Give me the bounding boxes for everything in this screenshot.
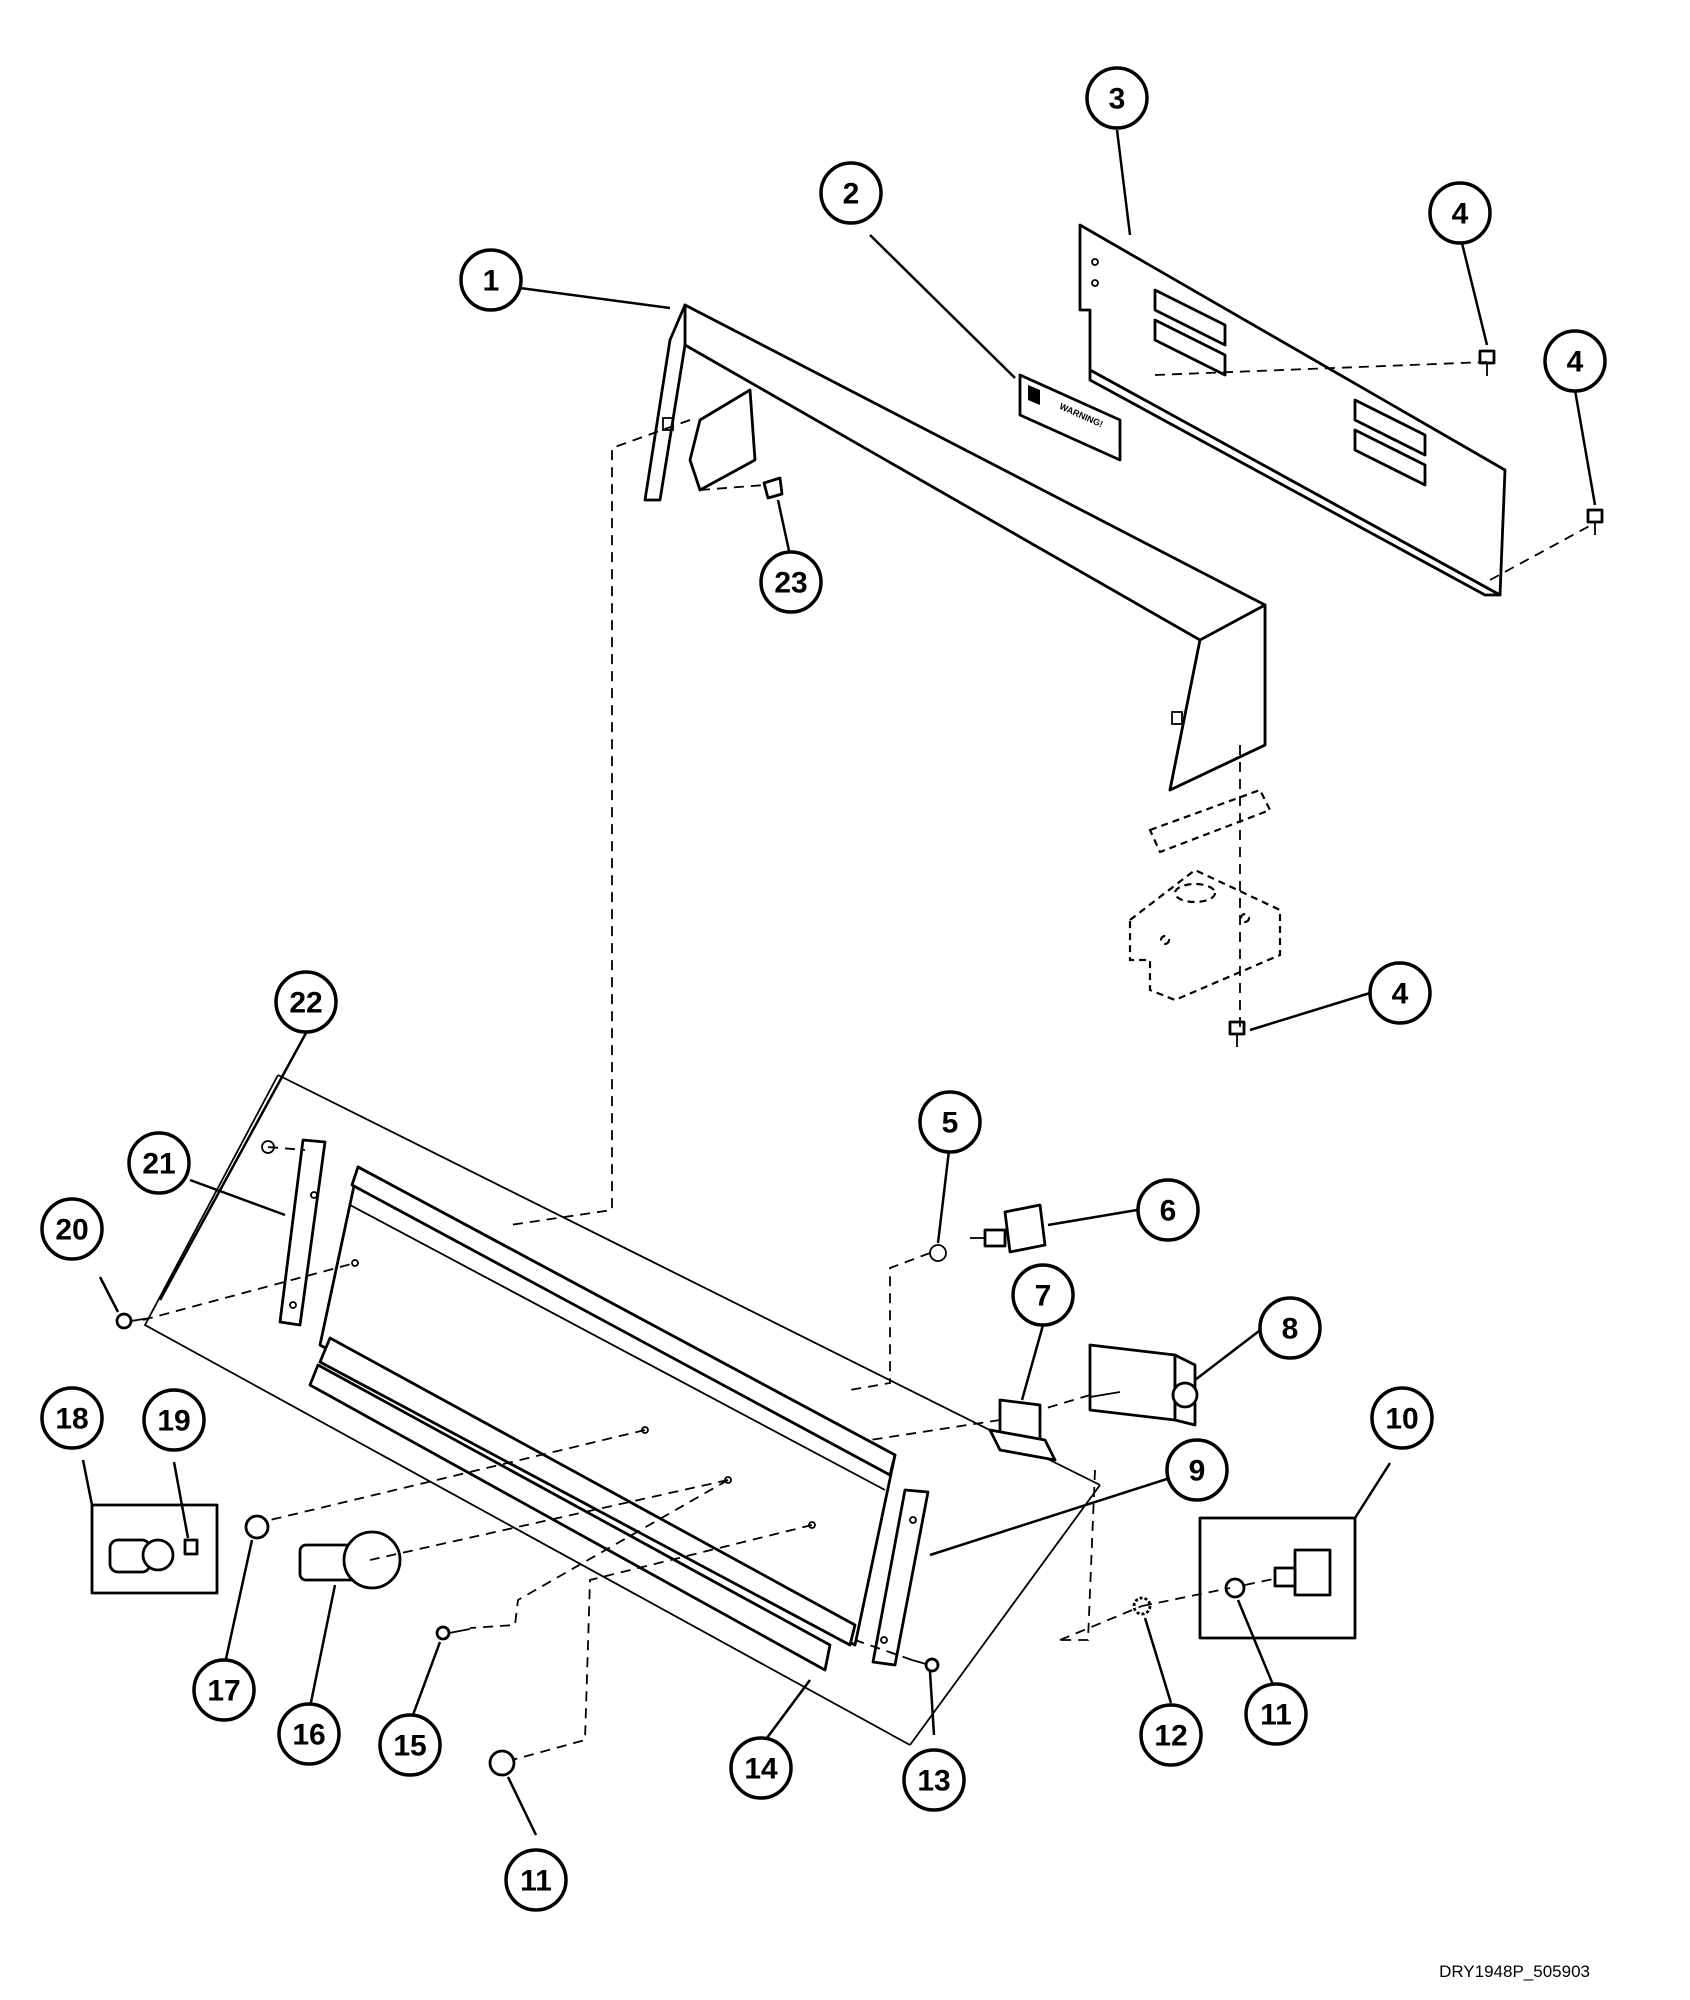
callout-20: 20 xyxy=(40,1197,104,1261)
knob-group xyxy=(90,1503,219,1595)
toggle-switch-group xyxy=(1198,1516,1357,1640)
callout-13: 13 xyxy=(902,1748,966,1812)
top-cover-part xyxy=(643,303,1267,792)
callout-4-lower: 4 xyxy=(1368,961,1432,1025)
retaining-ring-part xyxy=(929,1244,947,1262)
control-panel-group-outline xyxy=(143,1074,1101,1746)
svg-text:8: 8 xyxy=(1282,1313,1299,1346)
svg-text:4: 4 xyxy=(1392,978,1409,1011)
svg-text:11: 11 xyxy=(1260,1699,1292,1732)
svg-text:6: 6 xyxy=(1160,1195,1177,1228)
warning-label-part: WARNING! xyxy=(1018,373,1122,462)
svg-text:12: 12 xyxy=(1154,1720,1187,1753)
screw-4a xyxy=(1478,349,1496,376)
svg-text:21: 21 xyxy=(142,1148,175,1181)
callout-14: 14 xyxy=(729,1736,793,1800)
callout-9: 9 xyxy=(1165,1438,1229,1502)
callout-18: 18 xyxy=(40,1386,104,1450)
svg-text:5: 5 xyxy=(942,1107,959,1140)
callout-6: 6 xyxy=(1136,1178,1200,1242)
svg-text:19: 19 xyxy=(157,1405,190,1438)
callout-5: 5 xyxy=(918,1090,982,1154)
left-strip-part xyxy=(278,1138,327,1327)
callout-3: 3 xyxy=(1085,66,1149,130)
callout-4-right: 4 xyxy=(1543,329,1607,393)
svg-text:11: 11 xyxy=(520,1865,552,1898)
rotary-knob-part xyxy=(298,1530,402,1590)
svg-text:7: 7 xyxy=(1035,1280,1052,1313)
screw-4c xyxy=(1228,1020,1246,1047)
callout-8: 8 xyxy=(1258,1296,1322,1360)
callout-2: 2 xyxy=(819,161,883,225)
svg-text:2: 2 xyxy=(843,178,860,211)
nut-11-lower xyxy=(488,1749,516,1777)
rotary-switch-part xyxy=(1088,1343,1199,1427)
screw-13 xyxy=(911,1657,940,1673)
svg-text:10: 10 xyxy=(1385,1403,1418,1436)
clip-nut-part xyxy=(762,476,784,500)
drawing-id-label: DRY1948P_505903 xyxy=(1439,1962,1590,1981)
screw-15 xyxy=(435,1625,471,1641)
control-panel-part xyxy=(308,1165,897,1672)
svg-text:4: 4 xyxy=(1452,198,1469,231)
leader-lines xyxy=(81,129,1597,1836)
phantom-bracket xyxy=(1128,788,1282,1002)
right-strip-part xyxy=(871,1488,930,1667)
svg-text:20: 20 xyxy=(55,1214,88,1247)
callout-19: 19 xyxy=(142,1388,206,1452)
callout-10: 10 xyxy=(1370,1386,1434,1450)
rear-panel-part xyxy=(1078,223,1507,597)
callout-16: 16 xyxy=(277,1702,341,1766)
callout-4-top: 4 xyxy=(1428,181,1492,245)
callout-23: 23 xyxy=(759,550,823,614)
callout-11-lower: 11 xyxy=(504,1848,568,1912)
svg-text:17: 17 xyxy=(207,1675,240,1708)
callout-17: 17 xyxy=(192,1658,256,1722)
knob-bushing-part xyxy=(244,1514,270,1540)
callout-1: 1 xyxy=(459,248,523,312)
svg-text:23: 23 xyxy=(774,567,807,600)
callout-22: 22 xyxy=(274,970,338,1034)
svg-text:9: 9 xyxy=(1189,1455,1206,1488)
svg-text:14: 14 xyxy=(744,1753,778,1786)
svg-text:22: 22 xyxy=(289,987,322,1020)
centerlines xyxy=(142,361,1596,1761)
push-switch-part xyxy=(970,1203,1047,1254)
callout-15: 15 xyxy=(378,1713,442,1777)
switch-bracket-part xyxy=(988,1398,1057,1462)
svg-text:1: 1 xyxy=(483,265,500,298)
screw-4b xyxy=(1586,508,1604,535)
callout-21: 21 xyxy=(127,1131,191,1195)
svg-text:18: 18 xyxy=(55,1403,88,1436)
svg-text:3: 3 xyxy=(1109,83,1126,116)
callout-11-right: 11 xyxy=(1244,1682,1308,1746)
svg-text:13: 13 xyxy=(917,1765,950,1798)
svg-text:15: 15 xyxy=(393,1730,426,1763)
callout-12: 12 xyxy=(1139,1703,1203,1767)
svg-text:16: 16 xyxy=(292,1719,325,1752)
svg-text:4: 4 xyxy=(1567,346,1584,379)
callout-7: 7 xyxy=(1011,1263,1075,1327)
